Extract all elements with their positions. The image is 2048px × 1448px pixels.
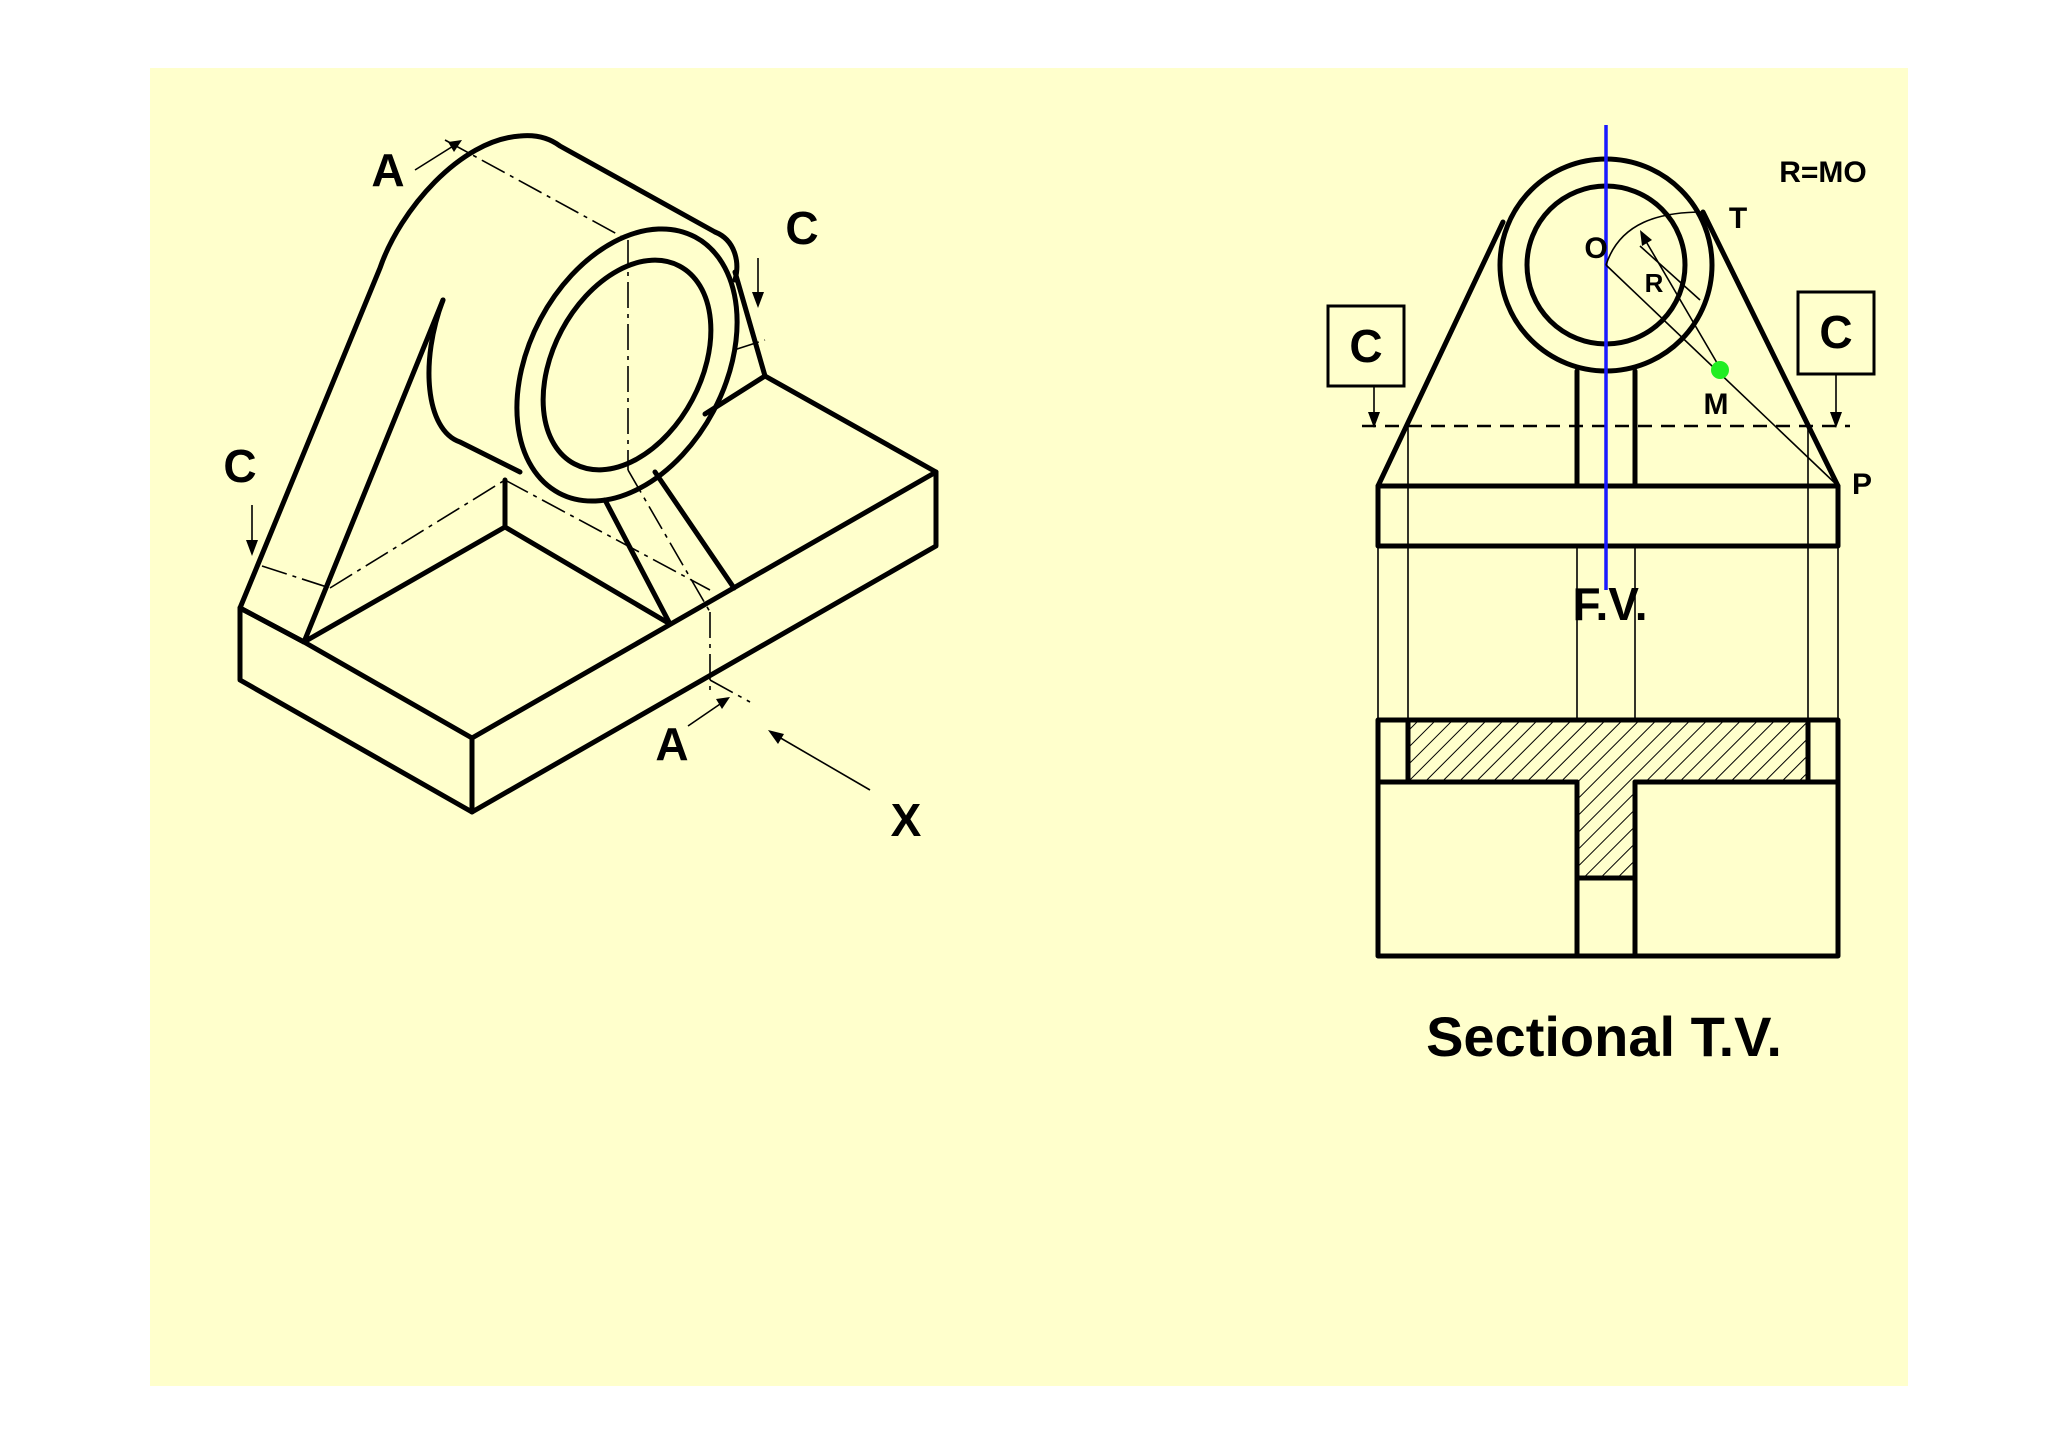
cutting-plane-a (444, 139, 751, 703)
projection-lines (1377, 426, 1839, 720)
section-hatch (1406, 718, 1810, 880)
section-arrows (246, 140, 871, 791)
rib (301, 373, 768, 645)
point-p-label: P (1852, 468, 1872, 501)
point-t-label: T (1729, 202, 1747, 235)
sectional-top-view: Sectional T.V. (1375, 717, 1841, 1068)
section-box-c-left: C (1349, 320, 1382, 372)
point-m-marker (1711, 361, 1729, 379)
cut-label-c-right: C (785, 202, 818, 254)
isometric-view: A A C C X (223, 133, 939, 846)
cylinder-boss (514, 226, 740, 504)
view-direction-x: X (891, 794, 922, 846)
point-r-label: R (1645, 268, 1664, 298)
section-marker-left: C (1326, 304, 1406, 428)
front-view-outline (1375, 156, 1841, 549)
section-marker-right: C (1796, 290, 1876, 428)
radius-note: R=MO (1779, 156, 1867, 189)
section-box-c-right: C (1819, 306, 1852, 358)
base-plate (237, 373, 939, 815)
point-m-label: M (1704, 388, 1729, 421)
cut-label-a-bottom: A (655, 718, 688, 770)
sectional-top-view-caption: Sectional T.V. (1426, 1005, 1782, 1068)
front-view: C C R=MO O T R M P F.V. (1326, 125, 1876, 630)
cut-label-a-top: A (371, 144, 404, 196)
cutting-plane-c (261, 339, 766, 589)
upright-support (237, 133, 768, 645)
cut-label-c-left: C (223, 440, 256, 492)
front-view-caption: F.V. (1572, 578, 1647, 630)
point-o-label: O (1584, 232, 1607, 265)
